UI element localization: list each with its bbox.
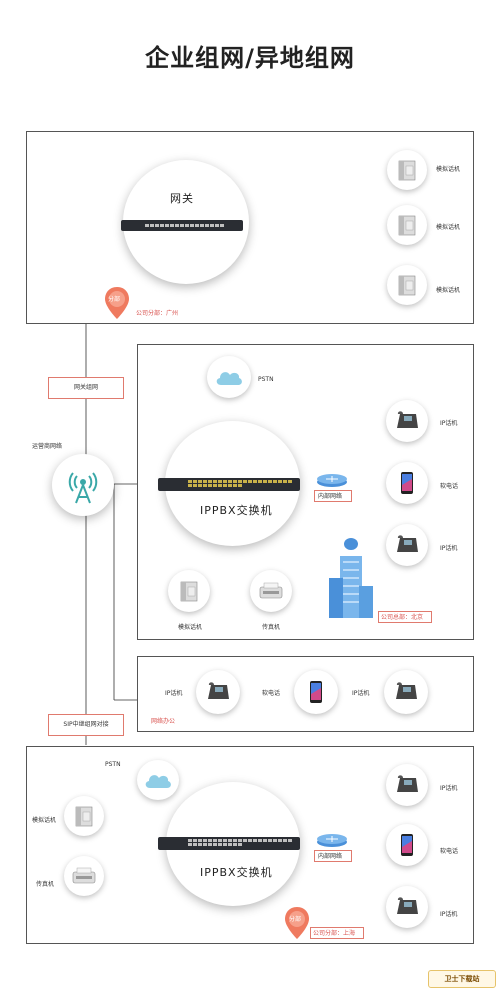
analog-phone-hq [168, 570, 210, 612]
softphone-bottom-label: 软电话 [440, 848, 459, 855]
pin-bottom-label: 分部 [289, 916, 302, 923]
pstn-bottom-label: PSTN [105, 761, 121, 768]
ip-phone-bottom-2 [386, 886, 428, 928]
ip-phone-remote-1-label: IP话机 [165, 690, 183, 697]
softphone-bottom [386, 824, 428, 866]
gateway-label: 网关 [170, 192, 194, 205]
router-bottom [316, 832, 348, 848]
location-pin-icon [285, 907, 309, 939]
analog-phone-2-label: 模拟话机 [436, 224, 461, 231]
ip-phone-hq-1 [386, 400, 428, 442]
fax-machine-bottom [64, 856, 104, 896]
ip-phone-icon [397, 411, 418, 428]
router-bottom-label: 内部网络 [318, 853, 343, 860]
location-pin-icon [105, 287, 129, 319]
pstn-cloud-bottom [137, 760, 179, 800]
analog-phone-icon [398, 160, 416, 181]
gateway-device [121, 220, 243, 231]
analog-phone-3-label: 模拟话机 [436, 287, 461, 294]
fax-machine-icon [72, 867, 96, 884]
hq-label-box [378, 611, 432, 623]
ip-phone-icon [397, 897, 418, 914]
ip-phone-hq-2-label: IP话机 [440, 545, 458, 552]
cloud-icon [216, 372, 242, 385]
smartphone-icon [310, 681, 322, 703]
gateway-network-tag: 网关组网 [48, 377, 124, 399]
analog-phone-3 [387, 265, 427, 305]
analog-phone-bottom-label: 模拟话机 [32, 817, 57, 824]
remote-office-label: 网络办公 [151, 718, 176, 725]
ip-phone-icon [397, 535, 418, 552]
ip-phone-remote-2-label: IP话机 [352, 690, 370, 697]
hq-beijing-label: 公司总部：北京 [381, 614, 424, 621]
router-icon [317, 474, 347, 487]
analog-phone-icon [75, 806, 93, 827]
branch-shanghai-label-box [310, 927, 364, 939]
cloud-icon [145, 775, 171, 788]
ip-phone-icon [397, 775, 418, 792]
softphone-remote-label: 软电话 [262, 690, 281, 697]
softphone-remote [294, 670, 338, 714]
router [316, 472, 348, 488]
building [326, 538, 376, 620]
fax-machine-hq [250, 570, 292, 612]
router-icon [317, 834, 347, 847]
operator-network-label: 运营商网络 [32, 443, 63, 450]
watermark-text: 卫士下载站 [444, 975, 480, 983]
router-label-box [314, 490, 352, 502]
analog-phone-1 [387, 150, 427, 190]
ip-phone-icon [396, 682, 417, 699]
softphone-hq-label: 软电话 [440, 483, 459, 490]
pstn-label: PSTN [258, 376, 274, 383]
ip-phone-hq-1-label: IP话机 [440, 420, 458, 427]
ip-phone-bottom-1-label: IP话机 [440, 785, 458, 792]
antenna-tower-icon [68, 472, 98, 504]
ip-phone-bottom-2-label: IP话机 [440, 911, 458, 918]
page-title: 企业组网/异地组网 [145, 44, 355, 72]
ip-phone-hq-2 [386, 524, 428, 566]
fax-machine-hq-label: 传真机 [262, 624, 281, 631]
router-bottom-label-box [314, 850, 352, 862]
ippbx-label: IPPBX交换机 [200, 504, 273, 517]
softphone-hq [386, 462, 428, 504]
smartphone-icon [401, 472, 413, 494]
ip-phone-remote-1 [196, 670, 240, 714]
analog-phone-2 [387, 205, 427, 245]
ippbx-device-bottom [158, 837, 300, 850]
branch-shanghai-label: 公司分部：上海 [313, 930, 356, 937]
office-building-icon [329, 538, 373, 618]
branch-guangzhou-label: 公司分部：广州 [136, 310, 179, 317]
fax-machine-icon [259, 582, 283, 599]
ippbx-bottom-label: IPPBX交换机 [200, 866, 273, 879]
sip-trunk-tag: SIP中继组网对接 [48, 714, 124, 736]
fax-machine-bottom-label: 传真机 [36, 881, 55, 888]
analog-phone-1-label: 模拟话机 [436, 166, 461, 173]
pstn-cloud [207, 356, 251, 398]
watermark-badge: 卫士下载站 [428, 970, 496, 988]
pin-label: 分部 [108, 296, 121, 303]
analog-phone-hq-label: 模拟话机 [178, 624, 203, 631]
operator-network-circle [52, 454, 114, 516]
smartphone-icon [401, 834, 413, 856]
analog-phone-icon [180, 581, 198, 602]
analog-phone-icon [398, 275, 416, 296]
analog-phone-icon [398, 215, 416, 236]
analog-phone-bottom [64, 796, 104, 836]
ip-phone-icon [208, 682, 229, 699]
ippbx-device [158, 478, 300, 491]
ip-phone-bottom-1 [386, 764, 428, 806]
router-label: 内部网络 [318, 493, 343, 500]
ip-phone-remote-2 [384, 670, 428, 714]
